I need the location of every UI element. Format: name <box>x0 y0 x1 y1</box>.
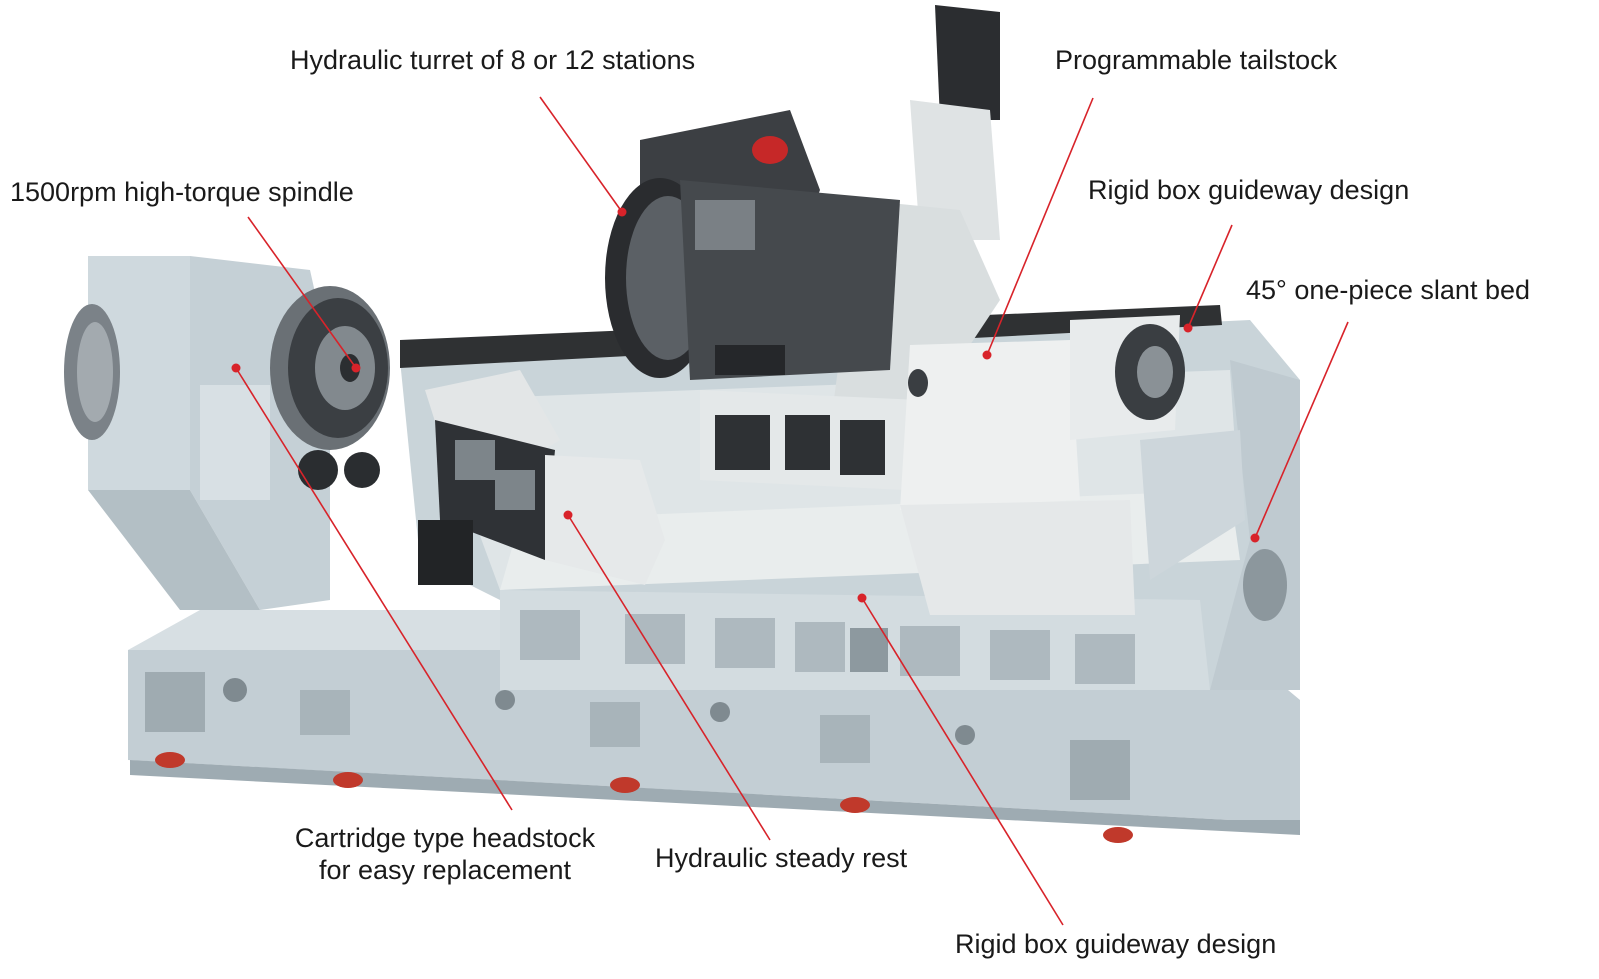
leader-steady-rest <box>567 514 771 841</box>
leveling-feet <box>155 752 1133 843</box>
leader-dot-guideway-top <box>1183 323 1193 333</box>
leader-tailstock <box>986 97 1094 356</box>
callout-headstock-line1: Cartridge type headstock <box>294 823 596 853</box>
leader-dot-turret <box>617 207 627 217</box>
turret-assembly <box>605 5 1000 490</box>
leader-guideway-bottom <box>861 597 1064 926</box>
callout-headstock-line2: for easy replacement <box>318 855 572 885</box>
callout-slant-bed: 45° one-piece slant bed <box>1246 275 1531 305</box>
callout-guideway-top: Rigid box guideway design <box>1088 175 1410 205</box>
leader-dot-headstock <box>231 363 241 373</box>
leader-dot-guideway-bottom <box>857 593 867 603</box>
steady-rest <box>418 370 665 585</box>
callout-turret: Hydraulic turret of 8 or 12 stations <box>290 45 696 75</box>
leader-dot-slant-bed <box>1250 533 1260 543</box>
callout-tailstock: Programmable tailstock <box>1055 45 1338 75</box>
callout-guideway-bottom: Rigid box guideway design <box>955 929 1277 959</box>
leader-guideway-top <box>1187 224 1233 329</box>
leader-slant-bed <box>1254 321 1349 539</box>
leader-dot-steady-rest <box>563 510 573 520</box>
leader-dot-tailstock <box>982 350 992 360</box>
tailstock <box>900 315 1245 615</box>
headstock <box>64 256 390 610</box>
leader-lines <box>231 96 1349 926</box>
leader-spindle <box>247 216 357 369</box>
leader-dot-spindle <box>351 363 361 373</box>
leader-headstock <box>235 367 513 811</box>
callout-spindle: 1500rpm high-torque spindle <box>10 177 354 207</box>
callout-headstock: Cartridge type headstock for easy replac… <box>278 822 612 886</box>
callout-steady-rest: Hydraulic steady rest <box>655 843 908 873</box>
leader-turret <box>539 96 623 213</box>
